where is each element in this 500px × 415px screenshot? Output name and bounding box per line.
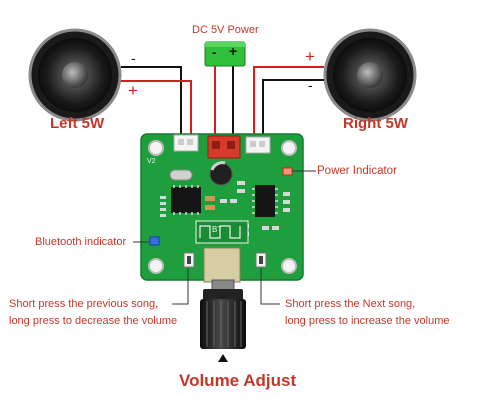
power-wires <box>214 66 234 138</box>
psu-plus-sign: + <box>229 43 238 59</box>
mounting-holes <box>148 140 297 274</box>
left-speaker-connector <box>173 134 199 152</box>
ble-marking: BT <box>212 225 223 234</box>
pcb-board <box>140 133 304 283</box>
capacitor <box>209 161 233 186</box>
next-callout-line2: long press to increase the volume <box>285 315 450 327</box>
psu-minus-sign: - <box>212 44 217 60</box>
left-ic-chip <box>171 185 201 215</box>
right-ic-chip <box>252 185 278 217</box>
bluetooth-indicator-led <box>149 236 160 246</box>
callout-lines <box>133 170 316 305</box>
power-indicator-label: Power Indicator <box>317 165 397 177</box>
right-speaker-minus-sign: - <box>308 77 313 93</box>
left-speaker-label: Left 5W <box>50 115 105 132</box>
power-indicator-led <box>282 167 293 176</box>
power-connector <box>207 135 241 159</box>
left-speaker <box>28 28 122 122</box>
next-callout-line1: Short press the Next song, <box>285 298 416 310</box>
power-title: DC 5V Power <box>192 24 259 36</box>
prev-callout-line2: long press to decrease the volume <box>9 315 178 327</box>
knob-pointer-icon <box>218 354 228 362</box>
board-version: V2 <box>147 158 156 165</box>
bluetooth-antenna <box>195 220 249 244</box>
left-speaker-minus-sign: - <box>131 50 136 66</box>
crystal <box>169 169 193 181</box>
bluetooth-indicator-label: Bluetooth indicator <box>35 236 127 248</box>
potentiometer-base <box>203 247 241 283</box>
right-speaker <box>323 28 417 122</box>
dc-power-block <box>204 41 246 67</box>
left-speaker-wires <box>121 66 192 135</box>
right-speaker-plus-sign: + <box>305 47 315 66</box>
right-speaker-wires <box>253 66 324 137</box>
volume-adjust-label: Volume Adjust <box>179 371 297 390</box>
right-speaker-label: Right 5W <box>343 115 408 132</box>
prev-button[interactable] <box>183 252 195 268</box>
left-speaker-plus-sign: + <box>128 81 138 100</box>
volume-knob[interactable] <box>200 279 246 362</box>
right-speaker-connector <box>245 136 271 154</box>
prev-callout-line1: Short press the previous song, <box>9 298 159 310</box>
next-button[interactable] <box>255 252 267 268</box>
